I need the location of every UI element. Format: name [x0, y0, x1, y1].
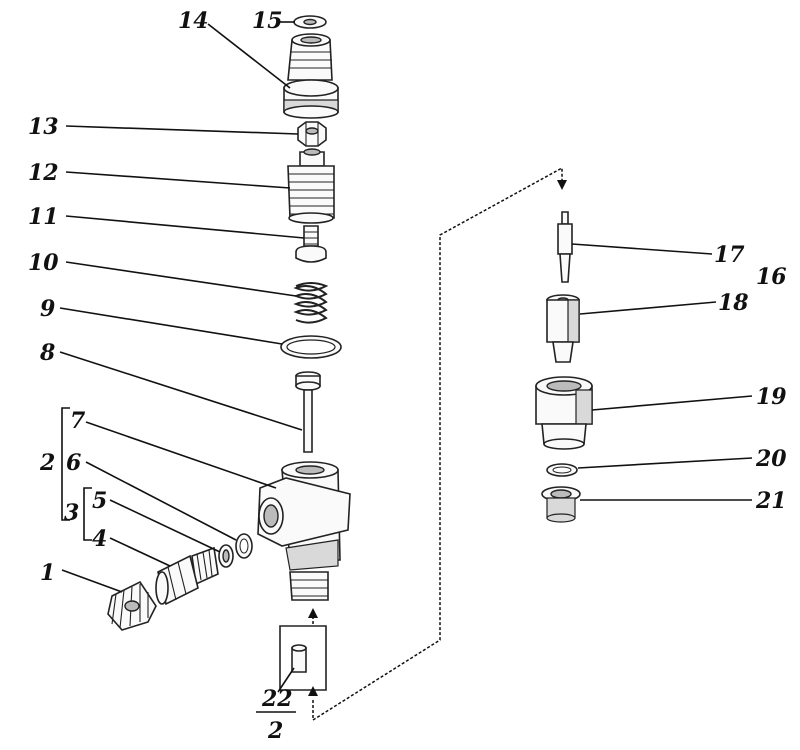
part-20-washer	[546, 463, 578, 477]
label-16: 16	[756, 264, 787, 290]
arrow-up-icon	[308, 686, 318, 696]
part-17-needle	[557, 211, 573, 283]
part-22-plug-on-plate	[279, 625, 327, 691]
part-15-washer	[293, 15, 327, 29]
arrow-down-icon	[557, 180, 567, 190]
label-1: 1	[40, 560, 55, 586]
part-5-washer	[218, 544, 234, 568]
label-17: 17	[714, 242, 745, 268]
label-13: 13	[28, 114, 59, 140]
label-4: 4	[92, 526, 107, 552]
part-labels: 15 14 13 12 11 10 9 8 7 2 6 5 3 4 1 22 2…	[28, 8, 787, 744]
part-14-cap-nut	[283, 33, 339, 119]
part-9-oring	[280, 335, 342, 359]
label-2: 2	[39, 450, 55, 476]
part-13-hex-nut	[297, 121, 327, 147]
part-7-main-body	[257, 461, 351, 601]
part-12-threaded-sleeve	[287, 148, 335, 224]
connection-line	[308, 166, 567, 722]
leader-lines	[59, 21, 753, 693]
label-3: 3	[64, 500, 79, 526]
group-brackets	[61, 407, 296, 713]
label-12: 12	[28, 160, 59, 186]
label-15: 15	[252, 8, 283, 34]
label-7: 7	[70, 408, 86, 434]
arrow-up-icon	[308, 608, 318, 618]
label-22-denominator: 2	[267, 718, 283, 744]
part-18-nozzle	[546, 294, 580, 363]
part-21-bush	[541, 486, 581, 523]
label-5: 5	[92, 488, 107, 514]
part-19-nozzle-nut	[535, 376, 593, 450]
label-8: 8	[39, 340, 55, 366]
label-10: 10	[28, 250, 59, 276]
label-20: 20	[755, 446, 787, 472]
part-1-knurled-nut	[107, 580, 157, 631]
label-14: 14	[178, 8, 209, 34]
part-4-union-fitting	[155, 546, 219, 606]
label-6: 6	[66, 450, 81, 476]
label-18: 18	[718, 290, 749, 316]
label-21: 21	[755, 488, 787, 514]
label-11: 11	[28, 204, 59, 230]
part-8-pin	[295, 371, 321, 453]
part-10-spring	[293, 282, 329, 324]
part-6-ring	[235, 533, 253, 559]
label-9: 9	[40, 296, 55, 322]
label-22-numerator: 22	[261, 686, 293, 712]
part-11-valve	[295, 225, 327, 263]
label-19: 19	[756, 384, 787, 410]
